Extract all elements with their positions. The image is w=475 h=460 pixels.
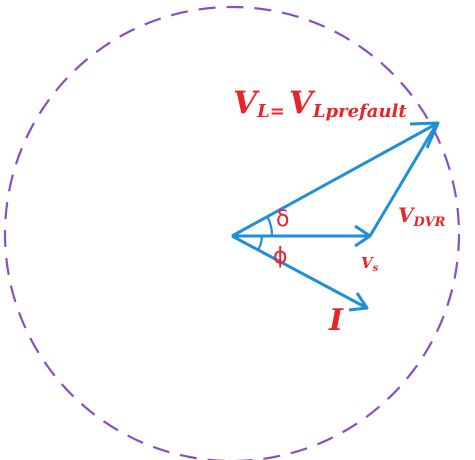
vdvr-label: VDVR [398,203,446,230]
phi-arc [257,235,264,251]
current-vector [231,234,368,310]
current-arrowhead [348,292,369,312]
vl-label: VL=VLprefault [233,85,407,122]
vl-arrowhead [409,121,440,149]
phi-label: ϕ [273,244,288,269]
vl-vector [231,121,439,238]
delta-label: δ [276,207,289,232]
current-label: I [328,303,344,338]
vdvr-vector [368,124,438,237]
dashed-circle [3,5,461,460]
vs-label: Vs [361,254,379,274]
delta-arc [266,215,274,237]
